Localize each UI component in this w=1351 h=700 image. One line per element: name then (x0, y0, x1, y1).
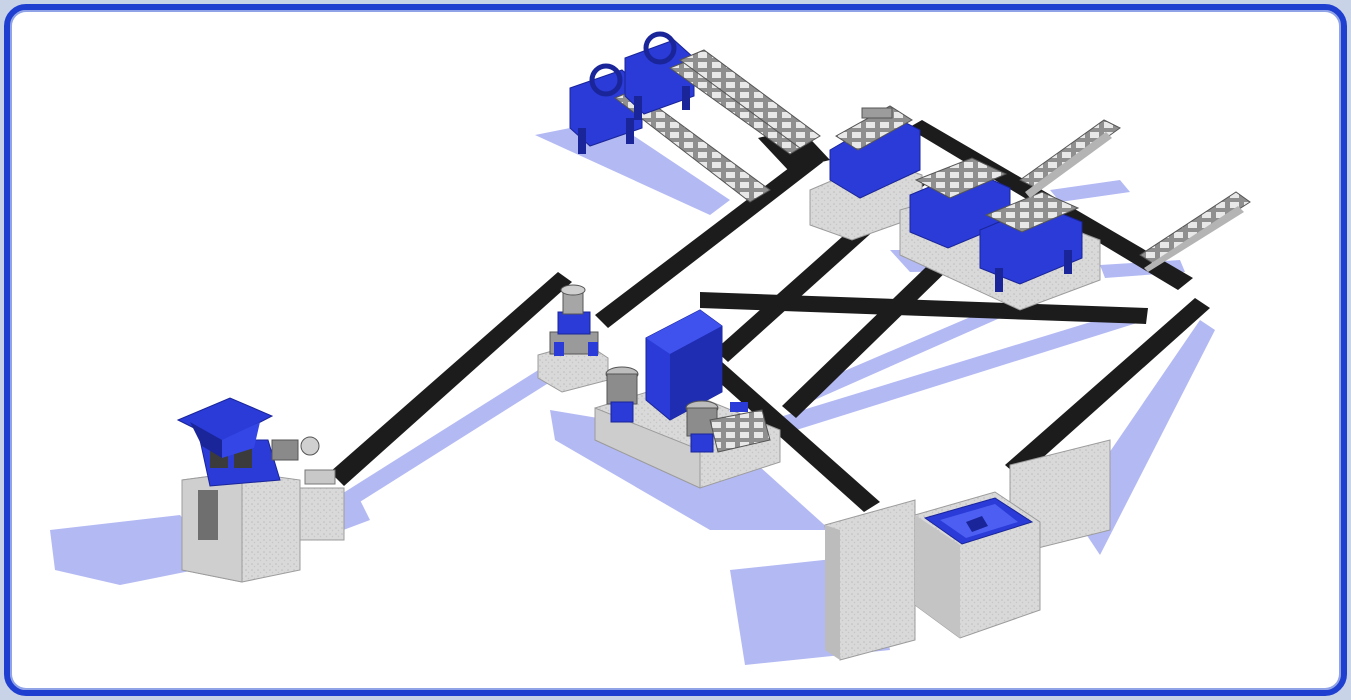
surge-cone-crusher (537, 284, 609, 393)
conveyor-to-washers (595, 152, 823, 328)
concrete-receiving-hopper (824, 439, 1111, 661)
primary-hopper-feeder (176, 397, 345, 583)
cone-crusher-station (594, 309, 781, 489)
vibrating-screens-pair (899, 157, 1101, 311)
conveyor-cross (700, 292, 1148, 324)
conveyor-return (1005, 298, 1210, 478)
stockpile-conveyors (1019, 119, 1251, 272)
diagram-frame (4, 4, 1347, 696)
conveyor-to-hopper (672, 330, 880, 512)
vibrating-screen-main (809, 105, 923, 241)
feed-hopper (176, 397, 274, 443)
plant-illustration (50, 31, 1251, 665)
conveyor-feed (330, 272, 572, 486)
sand-washers (569, 31, 821, 203)
